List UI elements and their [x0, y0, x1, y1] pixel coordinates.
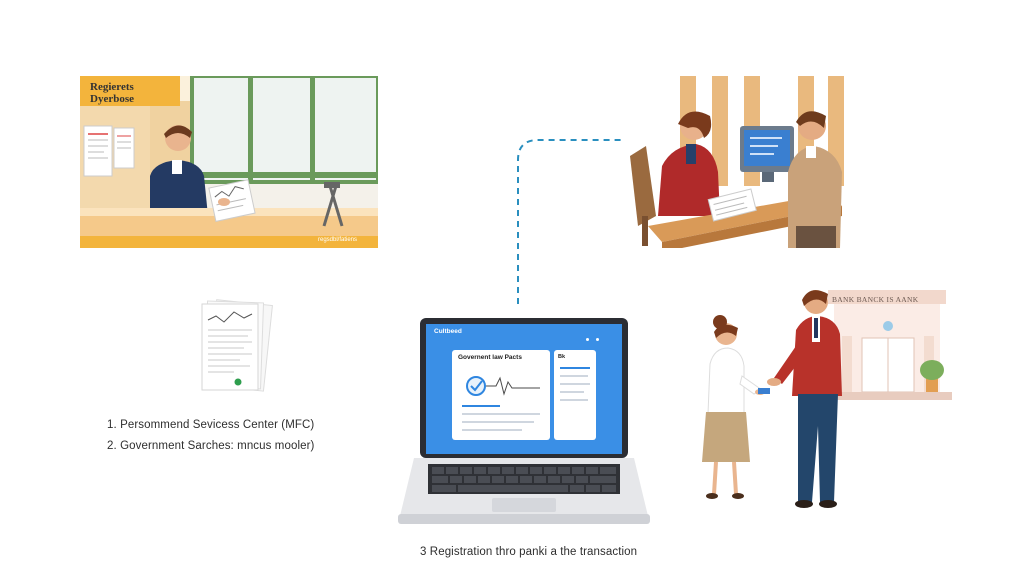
bank-scene-illustration: BANK BANCK IS AANK	[692, 286, 954, 512]
laptop-side-title: Bk	[558, 354, 566, 360]
step-1-text: 1. Persommend Sevicess Center (MFC)	[107, 419, 315, 431]
registry-sign-line1: Regierets	[90, 81, 134, 93]
registry-office-illustration: Regierets Dyerbose regsdbl/fatiens	[80, 76, 378, 248]
laptop-app-name: Cultbeed	[434, 328, 462, 335]
step-2-text: 2. Government Sarches: mncus mooler)	[107, 440, 315, 452]
registry-sign-line2: Dyerbose	[90, 93, 134, 105]
laptop: Cultbeed Governent law Pacts Bk	[396, 316, 652, 528]
laptop-window-controls	[586, 328, 604, 359]
laptop-doc-title: Governent law Pacts	[458, 354, 522, 361]
registry-watermark: regsdbl/fatiens	[318, 237, 358, 243]
consultation-desk-illustration	[628, 76, 854, 248]
document-stack-illustration	[194, 296, 278, 396]
dashed-connector	[510, 134, 625, 306]
bank-sign: BANK BANCK IS AANK	[832, 295, 919, 304]
step-3-text: 3 Registration thro panki a the transact…	[420, 546, 638, 558]
